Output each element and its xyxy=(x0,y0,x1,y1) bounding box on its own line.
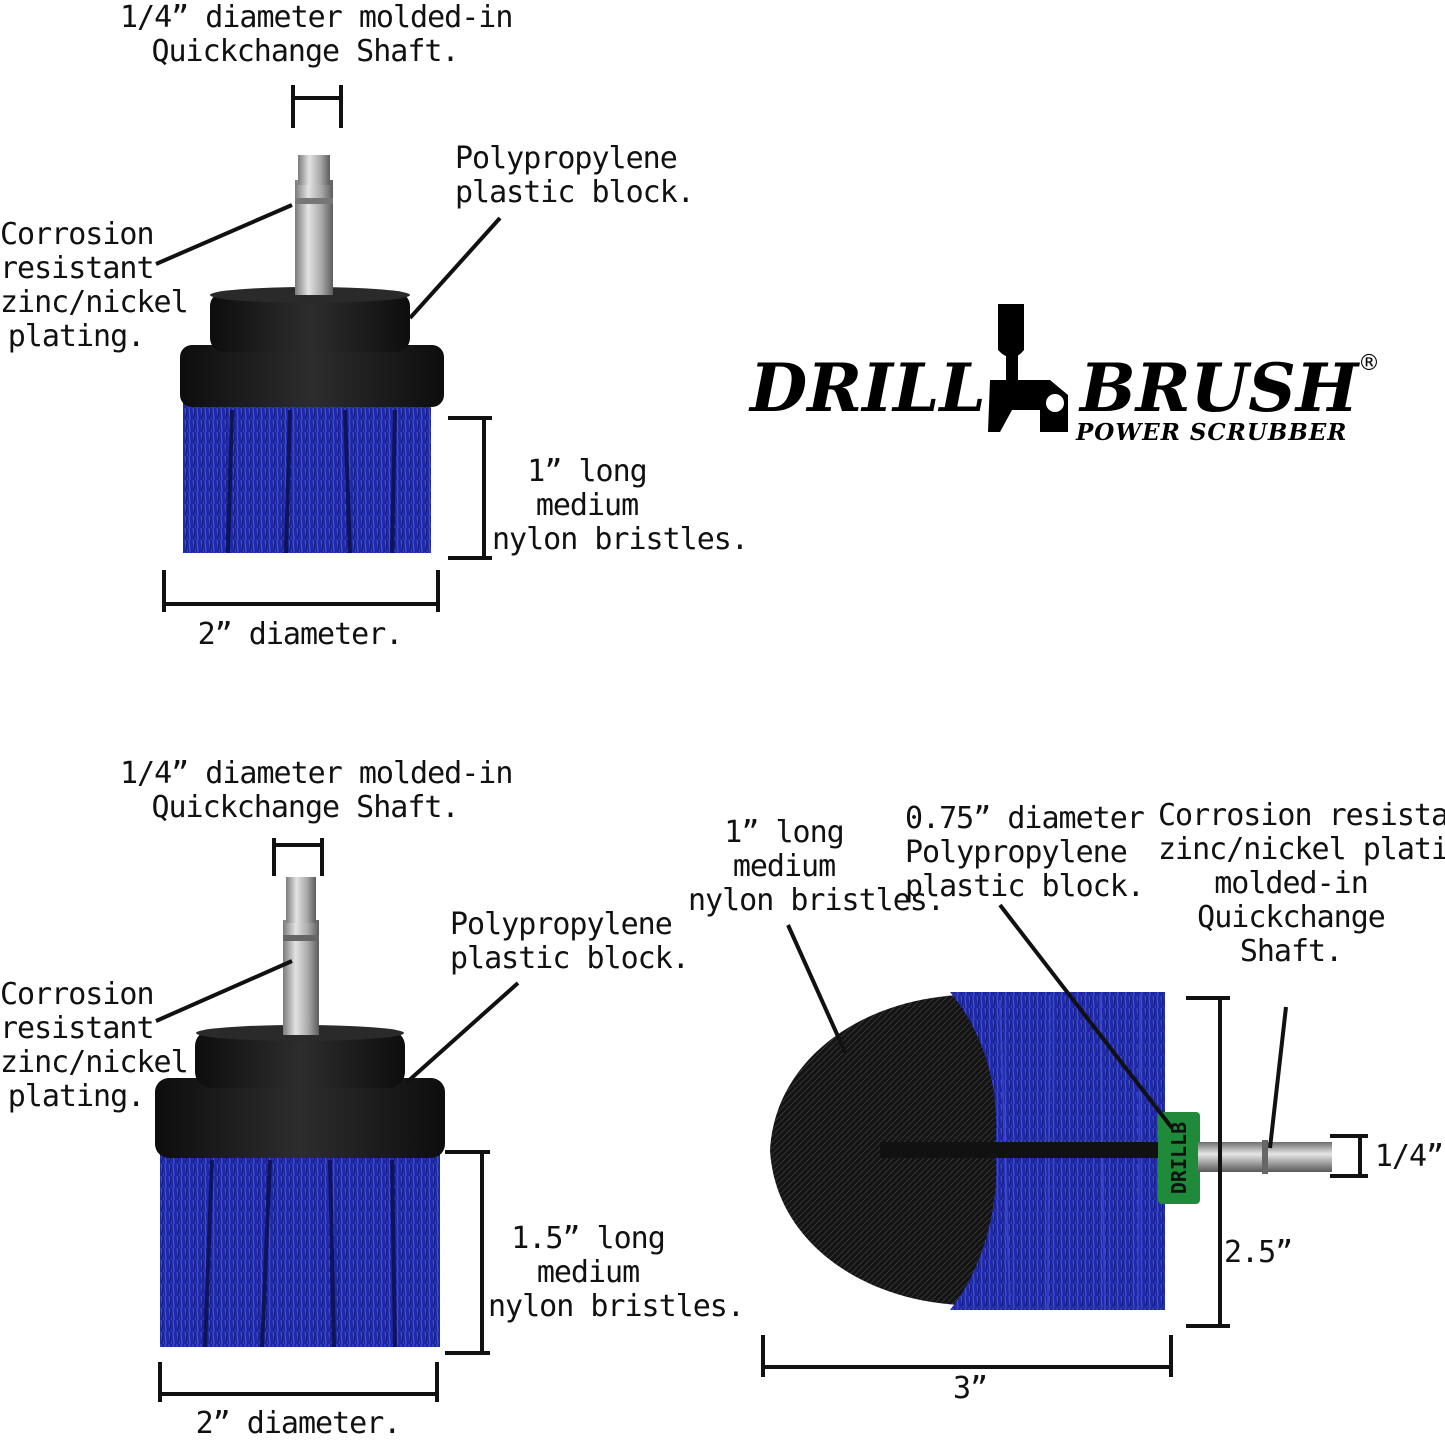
brush-3-core xyxy=(880,1142,1160,1158)
brush-1-bristles-label: 1” long medium nylon bristles. xyxy=(492,454,749,557)
brush-1-plating-label: Corrosion resistant zinc/nickel plating. xyxy=(0,217,189,354)
brush-1-plating-label-line: zinc/nickel xyxy=(0,285,189,320)
brush-3-plating-label-line: Quickchange xyxy=(1197,900,1386,935)
brush-1-shaft-dim xyxy=(291,85,343,128)
brush-2-shaft xyxy=(283,877,319,1035)
brush-1-block-label-line: plastic block. xyxy=(455,175,695,210)
brush-2-diameter-label: 2” diameter. xyxy=(195,1406,402,1441)
brush-1-plating-leader xyxy=(155,203,293,266)
registered-mark-icon: ® xyxy=(1358,351,1380,376)
brush-2-block-label-line: plastic block. xyxy=(450,941,690,976)
drillbrush-logo: DRILL BRUSH POWER SCRUBBER ® xyxy=(748,304,1380,446)
brush-1-block-leader xyxy=(408,216,502,320)
brush-1-diameter-dim xyxy=(162,570,440,612)
brush-1-bristles-label-line: 1” long xyxy=(527,454,647,489)
brush-1-block xyxy=(180,287,444,407)
brush-1 xyxy=(155,85,502,612)
brush-3-plating-label: Corrosion resistant zinc/nickel plating … xyxy=(1158,798,1445,969)
brush-3-block-label: 0.75” diameter Polypropylene plastic blo… xyxy=(905,801,1145,904)
drill-mascot-icon xyxy=(988,304,1068,432)
brush-2-shaft-label: 1/4” diameter molded-in Quickchange Shaf… xyxy=(120,756,513,825)
brush-1-shaft-label-line: Quickchange Shaft. xyxy=(151,34,459,69)
brush-3-plating-label-line: Corrosion resistant xyxy=(1158,798,1445,833)
brush-1-block-label-line: Polypropylene xyxy=(455,141,678,176)
brush-1-plating-label-line: plating. xyxy=(7,319,146,354)
brush-3-bristles-label: 1” long medium nylon bristles. xyxy=(688,815,945,918)
brush-3-shaft-dim xyxy=(1330,1134,1368,1178)
brush-3-block-label-line: plastic block. xyxy=(905,869,1145,904)
brush-2-diameter-dim xyxy=(158,1362,439,1402)
brush-2-plating-label-line: Corrosion xyxy=(0,977,155,1012)
brush-3-block-leader xyxy=(998,903,1174,1130)
brush-3-plating-label-line: zinc/nickel plating xyxy=(1158,832,1445,867)
brush-3-shaft-dim-label: 1/4” xyxy=(1374,1139,1444,1174)
brush-2-bristles-label-line: medium xyxy=(536,1255,640,1290)
brush-3-bristles-label-line: nylon bristles. xyxy=(688,883,945,918)
brush-2-bristles xyxy=(160,1142,440,1348)
brush-3-height-label: 2.5” xyxy=(1224,1235,1293,1270)
brush-2-plating-leader xyxy=(155,959,293,1023)
brush-2-bristles-label-line: nylon bristles. xyxy=(488,1289,745,1324)
brush-2-block-leader xyxy=(404,981,520,1085)
brush-2-block-label: Polypropylene plastic block. xyxy=(450,907,690,976)
brush-2-bristles-label-line: 1.5” long xyxy=(511,1221,666,1256)
brush-2-plating-label: Corrosion resistant zinc/nickel plating. xyxy=(0,977,189,1114)
brush-3: DRILLB xyxy=(761,903,1368,1377)
brush-3-plating-label-line: molded-in xyxy=(1214,866,1369,901)
brush-2 xyxy=(155,838,520,1402)
brush-2-plating-label-line: zinc/nickel xyxy=(0,1045,189,1080)
brush-2-block-label-line: Polypropylene xyxy=(450,907,673,942)
brush-2-plating-label-line: resistant xyxy=(0,1011,155,1046)
brush-3-height-dim xyxy=(1186,996,1230,1328)
brush-1-shaft-label: 1/4” diameter molded-in Quickchange Shaf… xyxy=(120,0,513,69)
brush-2-block xyxy=(155,1025,445,1158)
logo-tagline: POWER SCRUBBER xyxy=(1075,419,1347,446)
brush-3-plating-label-line: Shaft. xyxy=(1239,934,1343,969)
brush-2-shaft-dim xyxy=(272,838,324,876)
brush-1-diameter-label: 2” diameter. xyxy=(197,617,404,652)
brush-2-height-dim xyxy=(445,1150,490,1355)
brush-3-bristles-label-line: 1” long xyxy=(724,815,844,850)
brush-1-bristles xyxy=(183,395,431,554)
brush-1-bristles-label-line: medium xyxy=(535,488,639,523)
brush-2-plating-label-line: plating. xyxy=(7,1079,146,1114)
brush-1-shaft-label-line: 1/4” diameter molded-in xyxy=(120,0,513,35)
brush-1-shaft xyxy=(295,155,333,295)
brush-1-bristles-label-line: nylon bristles. xyxy=(492,522,749,557)
logo-word-right: BRUSH xyxy=(1078,349,1361,427)
brush-2-shaft-label-line: Quickchange Shaft. xyxy=(151,790,459,825)
brush-1-height-dim xyxy=(448,416,492,560)
logo-word-left: DRILL xyxy=(748,349,986,427)
brush-3-length-label: 3” xyxy=(952,1371,988,1406)
brush-3-collar xyxy=(1158,1112,1200,1204)
brush-3-bristles-leader xyxy=(786,924,847,1053)
brush-3-plating-leader xyxy=(1268,1006,1288,1149)
brush-2-bristles-label: 1.5” long medium nylon bristles. xyxy=(488,1221,745,1324)
brush-3-bristles-label-line: medium xyxy=(732,849,836,884)
brush-1-plating-label-line: resistant xyxy=(0,251,155,286)
brush-3-block-label-line: Polypropylene xyxy=(905,835,1128,870)
brush-1-plating-label-line: Corrosion xyxy=(0,217,155,252)
brush-3-length-dim xyxy=(761,1335,1173,1377)
brush-3-block-label-line: 0.75” diameter xyxy=(905,801,1145,836)
brush-1-block-label: Polypropylene plastic block. xyxy=(455,141,695,210)
brush-2-shaft-label-line: 1/4” diameter molded-in xyxy=(120,756,513,791)
brush-3-collar-stamp: DRILLB xyxy=(1167,1122,1191,1194)
